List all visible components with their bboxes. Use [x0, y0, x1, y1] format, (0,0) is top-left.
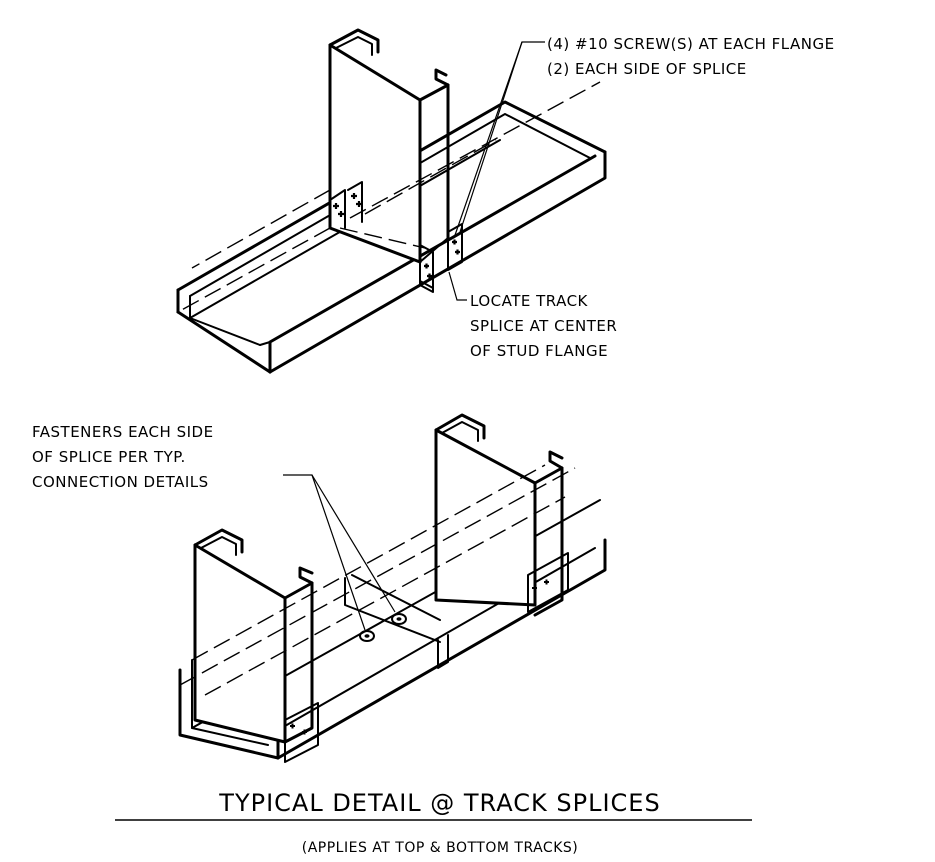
detail-subtitle: (APPLIES AT TOP & BOTTOM TRACKS)	[302, 840, 579, 856]
top-stud	[328, 28, 463, 289]
note-locate-line3: OF STUD FLANGE	[470, 342, 608, 360]
note-locate-line2: SPLICE AT CENTER	[470, 317, 617, 335]
detail-title: TYPICAL DETAIL @ TRACK SPLICES	[218, 789, 660, 817]
bottom-figure	[178, 413, 607, 763]
leader-locate	[448, 271, 467, 301]
note-fasteners-line3: CONNECTION DETAILS	[32, 473, 209, 491]
top-screws	[333, 193, 460, 279]
bottom-right-stud	[434, 413, 569, 617]
top-figure	[176, 28, 607, 374]
note-fasteners-line1: FASTENERS EACH SIDE	[32, 423, 214, 441]
leader-screws	[459, 41, 545, 233]
bottom-left-stud	[193, 528, 319, 763]
note-fasteners-line2: OF SPLICE PER TYP.	[32, 448, 186, 466]
bottom-fasteners	[359, 613, 407, 642]
note-locate-line1: LOCATE TRACK	[470, 292, 589, 310]
note-screws-line2: (2) EACH SIDE OF SPLICE	[547, 60, 747, 78]
leader-fasteners	[283, 474, 366, 631]
note-screws-line1: (4) #10 SCREW(S) AT EACH FLANGE	[547, 35, 835, 53]
